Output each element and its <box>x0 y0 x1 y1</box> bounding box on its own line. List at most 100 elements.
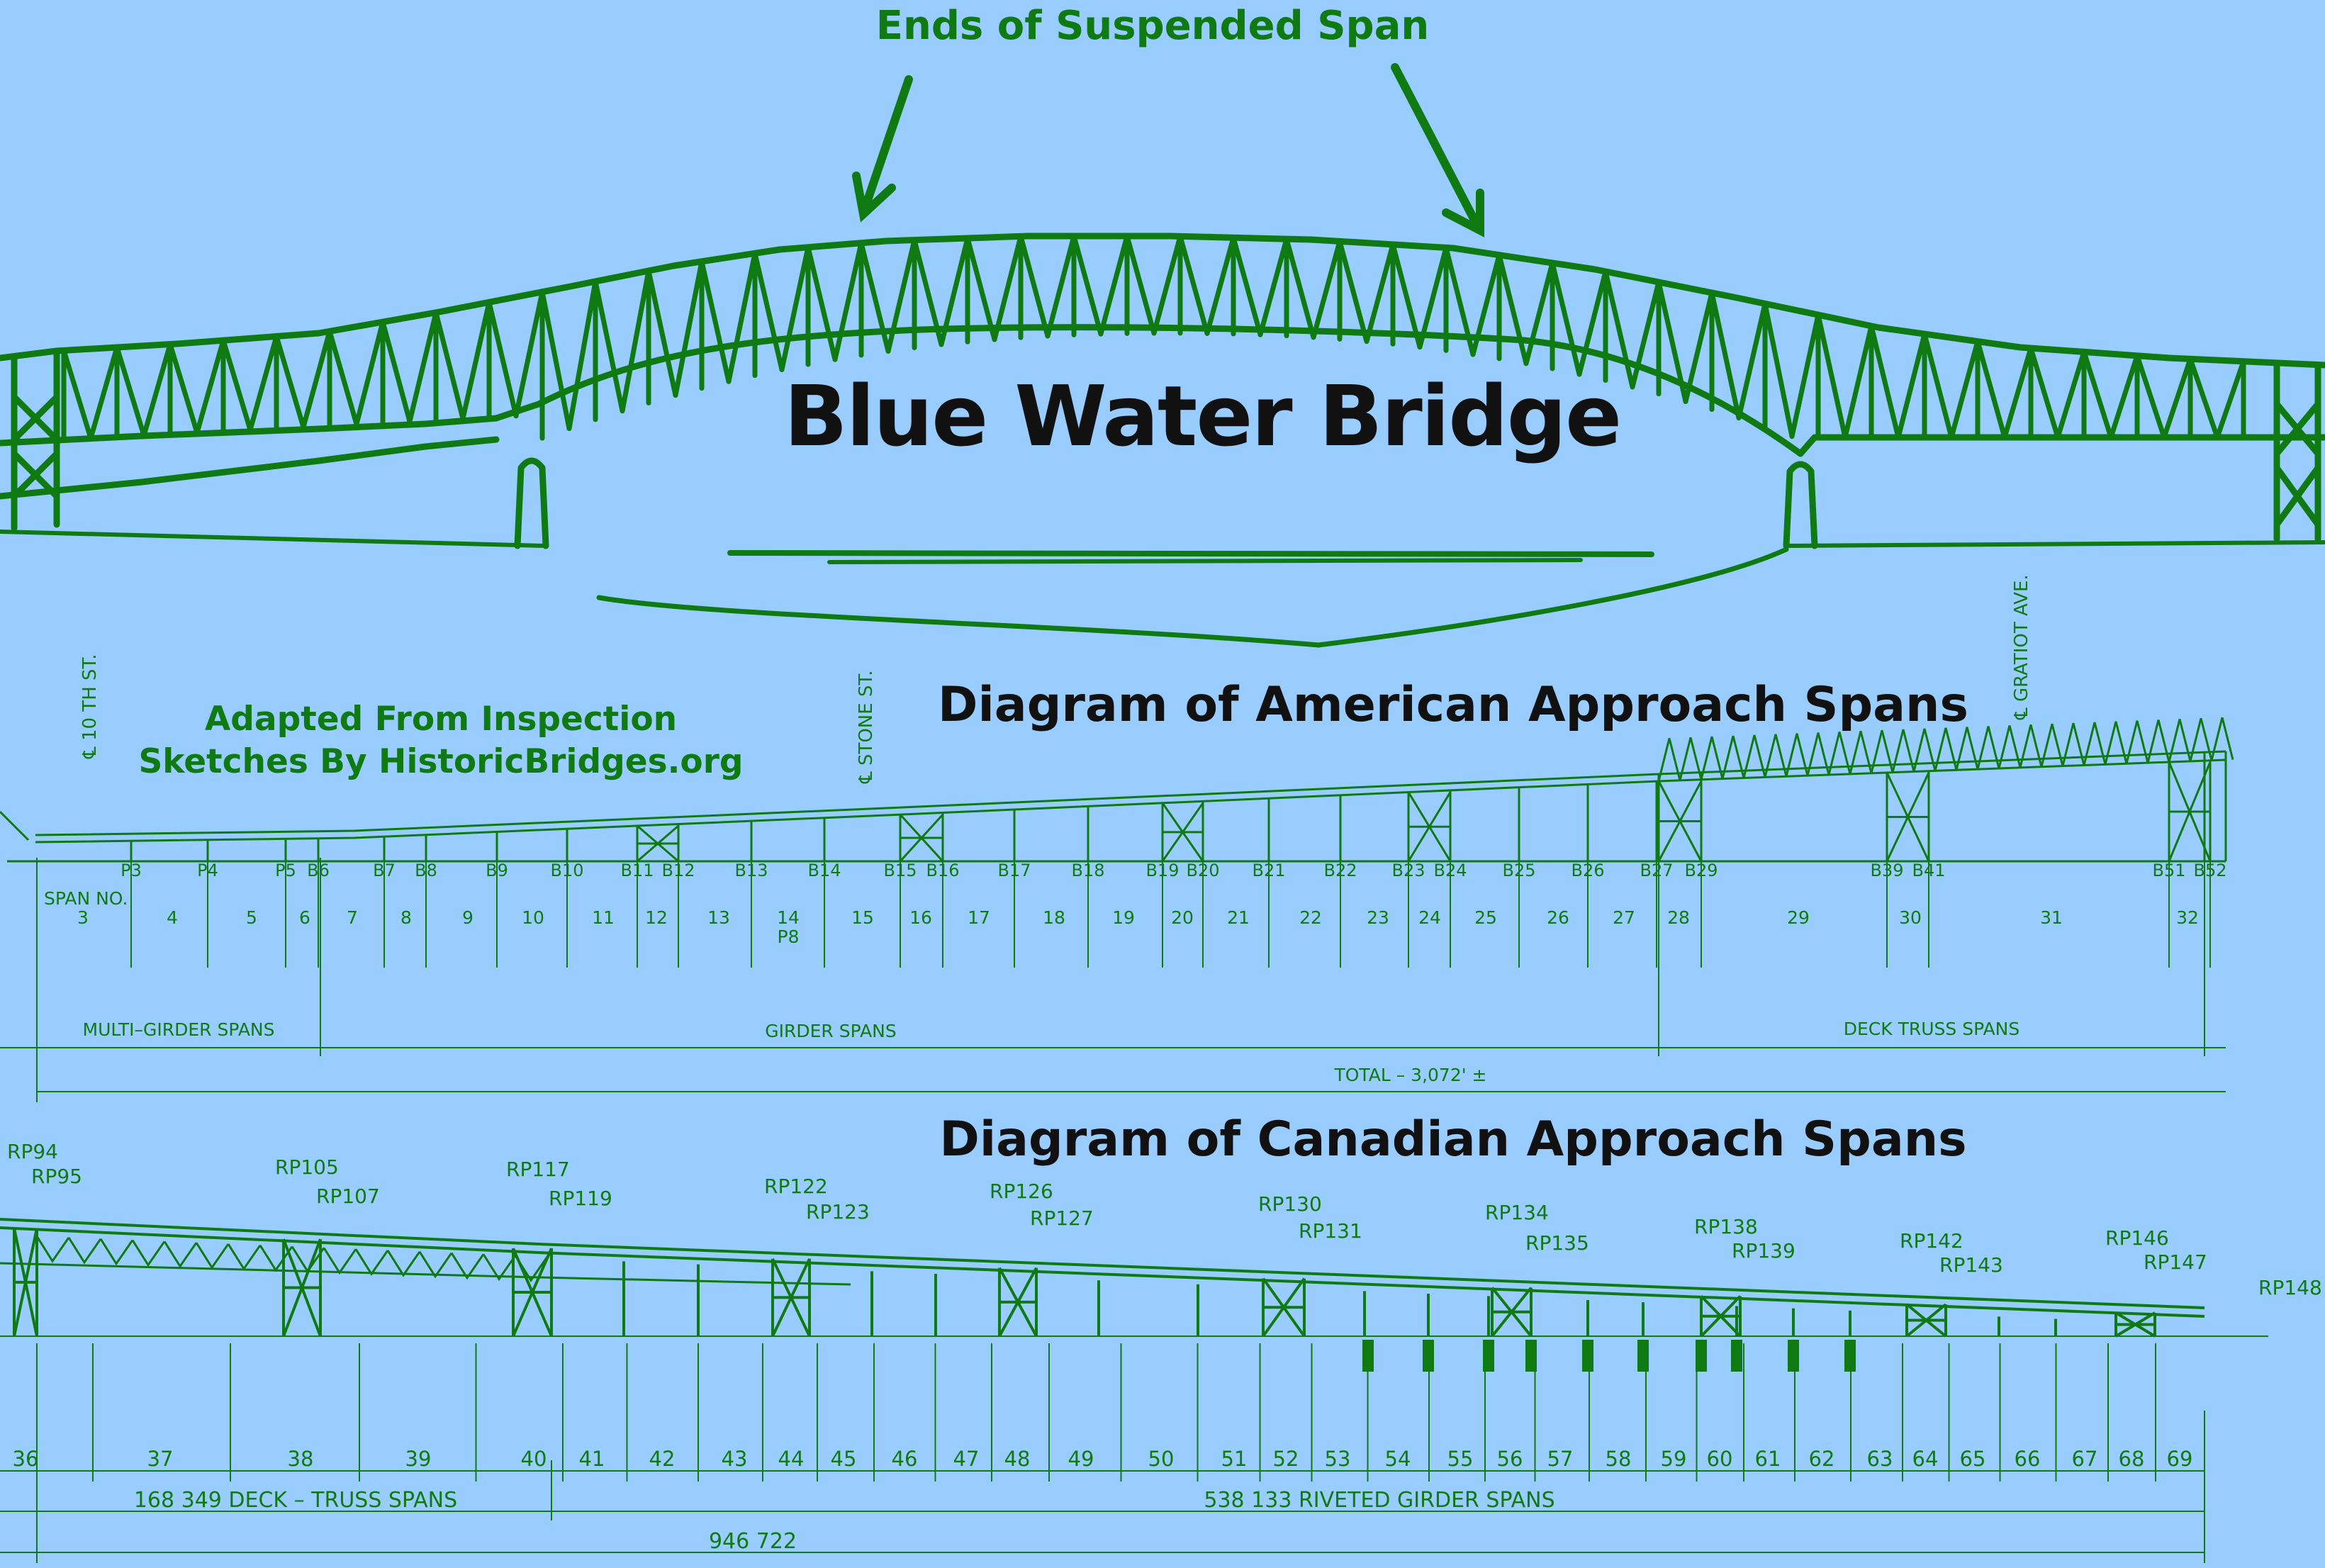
canadian-span-number: 68 <box>2119 1447 2145 1471</box>
truss-diagonal <box>380 319 413 425</box>
truss-diagonal <box>1895 331 1927 440</box>
canadian-truss-web <box>195 1242 230 1270</box>
truss-diagonal <box>726 250 758 384</box>
canadian-span-number: 40 <box>521 1447 547 1471</box>
truss-diagonal <box>1045 233 1077 339</box>
truss-diagonal <box>247 334 279 432</box>
canadian-span-number: 58 <box>1606 1447 1632 1471</box>
canadian-span-number: 62 <box>1809 1447 1835 1471</box>
canadian-span-number: 57 <box>1547 1447 1574 1471</box>
canadian-span-number: 46 <box>892 1447 918 1471</box>
truss-diagonal <box>460 299 492 422</box>
american-pier-label: B22 <box>1323 861 1357 880</box>
american-pier-label: B19 <box>1145 861 1179 880</box>
truss-diagonal <box>1656 279 1688 404</box>
american-tower-bracing <box>1886 772 1930 862</box>
truss-diagonal <box>2081 349 2114 440</box>
arrow-right-icon <box>1391 63 1484 237</box>
american-pier-label: B16 <box>926 861 959 880</box>
group-girder: GIRDER SPANS <box>765 1021 897 1041</box>
american-span-number: 27 <box>1613 907 1635 928</box>
american-pier-label: B12 <box>661 861 695 880</box>
canadian-span-number: 67 <box>2072 1447 2098 1471</box>
truss-diagonal <box>88 345 120 441</box>
deck-truss-web <box>2168 719 2192 763</box>
footing-block <box>1731 1340 1742 1372</box>
american-span-number: 26 <box>1547 907 1569 928</box>
riveted-girder-spans: 538 133 RIVETED GIRDER SPANS <box>1204 1488 1554 1513</box>
truss-diagonal <box>1869 323 1901 440</box>
american-pier-label: B41 <box>1912 861 1945 880</box>
canadian-title: Diagram of Canadian Approach Spans <box>939 1111 1966 1167</box>
american-span-number: 17 <box>968 907 990 928</box>
american-pier-label: B25 <box>1502 861 1535 880</box>
canadian-rp-label: RP148 <box>2258 1276 2322 1299</box>
street-label-gratiot: ℄ GRATIOT AVE. <box>2011 574 2032 720</box>
canadian-span-number: 37 <box>147 1447 174 1471</box>
canadian-span-number: 45 <box>831 1447 857 1471</box>
canadian-rp-label: RP119 <box>549 1187 612 1210</box>
truss-diagonal <box>2055 349 2087 440</box>
american-tower-bracing <box>1657 780 1703 862</box>
truss-diagonal <box>885 237 917 354</box>
canadian-truss-web <box>99 1238 134 1266</box>
canadian-truss-web <box>514 1255 549 1282</box>
bridge-title: Blue Water Bridge <box>784 367 1620 465</box>
group-deck-truss: DECK TRUSS SPANS <box>1844 1019 2020 1039</box>
canadian-tower <box>998 1267 1038 1337</box>
canadian-span-number: 54 <box>1385 1447 1411 1471</box>
american-total: TOTAL – 3,072' ± <box>1333 1065 1486 1085</box>
american-span-number: 29 <box>1787 907 1810 928</box>
canadian-rp-label: RP122 <box>764 1175 828 1198</box>
truss-diagonal <box>1098 233 1130 337</box>
canadian-tower <box>1262 1277 1306 1338</box>
truss-diagonal <box>1390 242 1423 350</box>
canadian-rp-label: RP139 <box>1732 1239 1795 1262</box>
street-label-10th: ℄ 10 TH ST. <box>79 654 101 759</box>
american-span-number: 20 <box>1171 907 1194 928</box>
canadian-rp-label: RP147 <box>2144 1250 2207 1274</box>
american-pier-label: B52 <box>2193 861 2226 880</box>
truss-diagonal <box>1018 233 1051 339</box>
american-span-number: 9 <box>462 907 474 928</box>
truss-diagonal <box>1975 339 2007 440</box>
canadian-span-number: 38 <box>288 1447 314 1471</box>
truss-diagonal <box>1683 290 1715 404</box>
canadian-tower <box>512 1248 553 1337</box>
truss-diagonal <box>327 328 359 427</box>
american-span-number: 16 <box>909 907 932 928</box>
truss-diagonal <box>1417 245 1449 350</box>
truss-diagonal <box>2134 353 2167 440</box>
truss-diagonal <box>1603 269 1635 390</box>
american-span-number: 15 <box>851 907 874 928</box>
canadian-rp-label: RP142 <box>1900 1229 1963 1253</box>
truss-diagonal <box>1337 238 1369 345</box>
deck-truss-web <box>1849 730 1873 775</box>
american-span-number: 6 <box>299 907 310 928</box>
footing-block <box>1788 1340 1799 1372</box>
canadian-tower <box>771 1258 811 1337</box>
truss-diagonal <box>486 299 519 419</box>
truss-diagonal <box>1177 233 1210 336</box>
deck-truss-web <box>2125 720 2149 764</box>
american-pier-label: P4 <box>197 861 218 880</box>
truss-diagonal <box>1949 339 1981 440</box>
canadian-span-number: 36 <box>13 1447 39 1471</box>
canadian-rp-label: RP134 <box>1485 1201 1549 1224</box>
canadian-rp-label: RP105 <box>275 1155 339 1179</box>
canadian-rp-label: RP131 <box>1299 1219 1362 1243</box>
canadian-span-number: 64 <box>1912 1447 1939 1471</box>
deck-truss-web <box>1934 727 1958 771</box>
deck-truss-web <box>2146 719 2170 763</box>
canadian-truss-web <box>131 1239 166 1267</box>
canadian-span-number: 69 <box>2167 1447 2193 1471</box>
deck-truss-web <box>1806 732 1830 776</box>
group-multi-girder: MULTI–GIRDER SPANS <box>83 1019 275 1040</box>
american-span-number: 3 <box>77 907 89 928</box>
canadian-span-number: 53 <box>1325 1447 1351 1471</box>
footing-block <box>1525 1340 1537 1372</box>
canadian-truss-web <box>163 1241 198 1269</box>
credit-line-1: Adapted From Inspection <box>205 700 677 739</box>
